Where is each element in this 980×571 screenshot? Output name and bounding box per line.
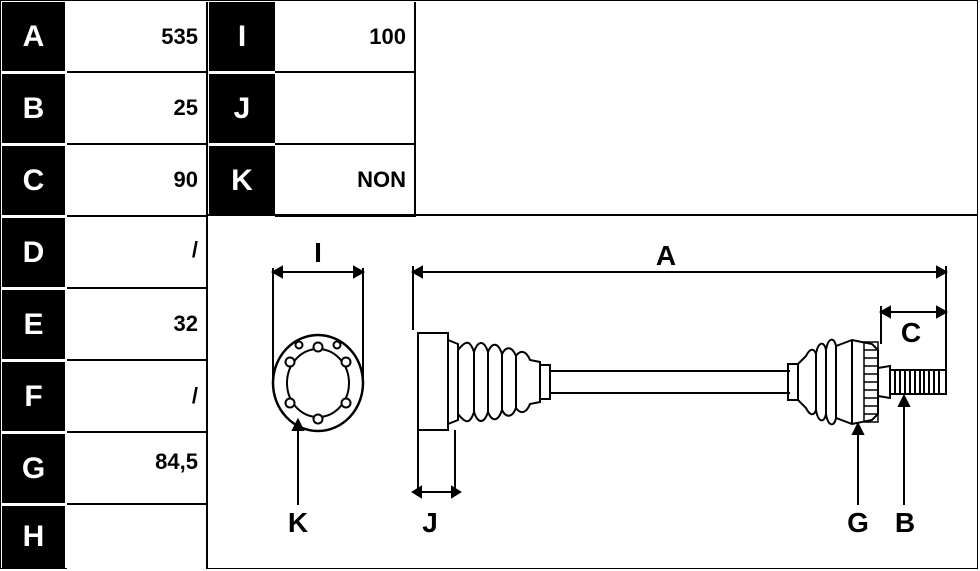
diagram-top-border <box>208 214 978 216</box>
pointer-g <box>851 421 865 505</box>
label-i: I <box>314 237 322 268</box>
spec-letter-d: D <box>2 218 65 287</box>
pointer-b <box>897 393 911 505</box>
spec-value-b: 25 <box>67 73 208 145</box>
spec-letter-j: J <box>209 74 275 143</box>
label-a: A <box>656 240 676 271</box>
spec-value-j <box>275 73 416 145</box>
spec-value-e: 32 <box>67 289 208 361</box>
dimension-i <box>270 265 366 380</box>
spec-value-i: 100 <box>275 2 416 73</box>
inner-boot <box>447 338 551 426</box>
spec-letter-g: G <box>2 434 65 503</box>
spec-value-f: / <box>67 361 208 433</box>
spec-letter-i: I <box>209 2 275 71</box>
shaft-bar <box>550 370 790 394</box>
spec-value-k: NON <box>275 145 416 217</box>
label-g: G <box>847 507 869 538</box>
flange-view <box>271 333 365 433</box>
spec-value-c: 90 <box>67 145 208 217</box>
spec-value-g: 84,5 <box>67 433 208 505</box>
dimension-a <box>410 265 949 370</box>
spec-value-a: 535 <box>67 2 208 73</box>
spec-letter-c: C <box>2 146 65 215</box>
label-j: J <box>422 507 438 538</box>
diagram-labels: I A C K J G B <box>288 237 921 538</box>
splined-stub <box>877 364 947 400</box>
spec-letter-a: A <box>2 2 65 71</box>
pointer-k <box>291 417 305 505</box>
label-k: K <box>288 507 308 538</box>
spec-letter-e: E <box>2 290 65 359</box>
outer-boot <box>787 338 879 426</box>
spec-letter-h: H <box>2 506 65 568</box>
inner-flange <box>411 332 462 499</box>
label-b: B <box>895 507 915 538</box>
label-c: C <box>901 317 921 348</box>
spec-letter-b: B <box>2 74 65 143</box>
spec-letter-f: F <box>2 362 65 431</box>
spec-value-h <box>67 505 208 569</box>
abs-ring <box>863 341 879 423</box>
dimension-c <box>878 305 949 344</box>
spec-value-d: / <box>67 217 208 289</box>
spec-letter-k: K <box>209 146 275 215</box>
